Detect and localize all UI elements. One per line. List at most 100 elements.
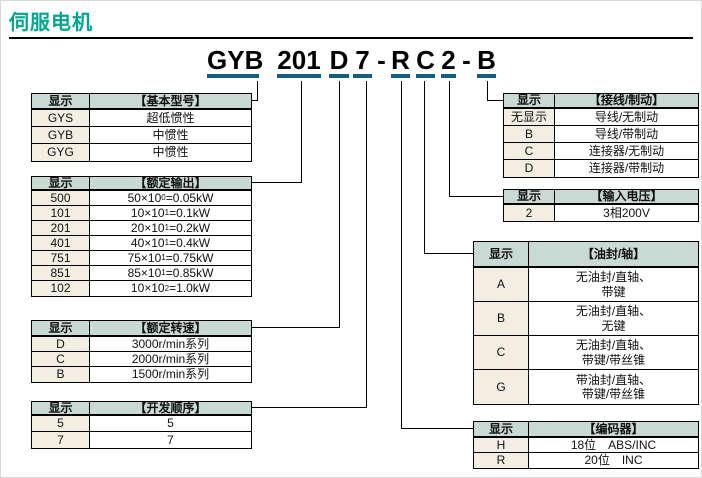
- connector-input-voltage-v: [449, 81, 450, 197]
- code-cell: D: [32, 337, 90, 351]
- rated-speed-col1-header: 显示: [32, 321, 90, 335]
- dev-sequence-table: 显示 【开发顺序】 5 5 7 7: [31, 401, 252, 449]
- output-base: 75×10: [127, 250, 162, 265]
- table-row: GYG 中惯性: [32, 144, 251, 161]
- connector-wiring-brake-h: [487, 100, 503, 101]
- table-row: 5 5: [32, 416, 251, 432]
- model-segment-speed: D: [329, 46, 349, 78]
- wiring-brake-col1-header: 显示: [504, 93, 555, 107]
- basic-model-table: 显示 【基本型号】 GYS 超低惯性 GYB 中惯性 GYG 中惯性: [31, 93, 252, 162]
- basic-model-col2-header: 【基本型号】: [90, 94, 251, 108]
- rated-output-col1-header: 显示: [32, 176, 90, 190]
- table-row: 无显示 导线/无制动: [504, 109, 698, 126]
- encoder-col2-header: 【编码器】: [529, 422, 698, 436]
- output-kw: =0.2kW: [169, 220, 211, 235]
- desc-cell: 无油封/直轴、带键: [529, 268, 698, 301]
- connector-rated-output-h: [252, 182, 302, 183]
- output-base: 20×10: [130, 220, 165, 235]
- code-cell: 751: [32, 251, 90, 265]
- table-row: C 连接器/无制动: [504, 143, 698, 160]
- table-row: 2 3相200V: [504, 205, 698, 221]
- code-cell: H: [474, 438, 529, 452]
- model-segment-devseq: 7: [353, 46, 372, 78]
- code-cell: 101: [32, 206, 90, 220]
- desc-cell: 超低惯性: [90, 110, 251, 126]
- encoder-table: 显示 【编码器】 H 18位 ABS/INC R 20位 INC: [473, 421, 699, 469]
- rated-speed-table: 显示 【额定转速】 D 3000r/min系列 C 2000r/min系列 B …: [31, 320, 252, 383]
- oil-seal-shaft-table: 显示 【油封/轴】 A 无油封/直轴、带键 B 无油封/直轴、无键 C 无油封/…: [473, 241, 699, 405]
- model-segment-encoder: R: [391, 46, 410, 78]
- table-row: B 导线/带制动: [504, 126, 698, 143]
- oil-seal-col2-header: 【油封/轴】: [529, 242, 698, 266]
- output-base: 50×10: [127, 190, 162, 205]
- connector-encoder-h: [401, 428, 473, 429]
- code-cell: B: [32, 367, 90, 382]
- output-kw: =1.0kW: [169, 281, 211, 296]
- desc-line1: 无油封/直轴、: [575, 338, 652, 353]
- table-row: A 无油封/直轴、带键: [474, 268, 698, 302]
- model-segment-output: 201: [277, 46, 321, 78]
- model-segment-brake: B: [477, 46, 496, 78]
- output-base: 10×10: [130, 205, 165, 220]
- table-row: GYS 超低惯性: [32, 110, 251, 127]
- connector-oil-seal-h: [424, 253, 473, 254]
- model-segment-voltage: 2: [441, 46, 456, 78]
- desc-line2: 无键: [601, 318, 626, 333]
- code-cell: C: [504, 143, 555, 159]
- output-kw: =0.75kW: [165, 250, 214, 265]
- code-cell: 102: [32, 281, 90, 296]
- output-base: 10×10: [130, 281, 165, 296]
- desc-line2: 带键/带丝锥: [581, 352, 646, 367]
- desc-cell: 无油封/直轴、带键/带丝锥: [529, 336, 698, 369]
- input-voltage-table: 显示 【输入电压】 2 3相200V: [503, 189, 699, 222]
- code-cell: 无显示: [504, 109, 555, 125]
- model-segment-dash1: -: [377, 45, 386, 75]
- desc-cell: 1500r/min系列: [90, 367, 251, 382]
- code-cell: GYS: [32, 110, 90, 126]
- code-cell: B: [504, 126, 555, 142]
- table-row: G 带油封/直轴、带键/带丝锥: [474, 370, 698, 404]
- connector-dev-sequence-h: [252, 407, 367, 408]
- model-segment-series: GYB: [207, 46, 263, 78]
- desc-cell: 3相200V: [555, 205, 698, 221]
- connector-rated-speed-h: [252, 327, 340, 328]
- desc-cell: 导线/带制动: [555, 126, 698, 142]
- code-cell: GYG: [32, 144, 90, 161]
- table-row: C 无油封/直轴、带键/带丝锥: [474, 336, 698, 370]
- encoder-col1-header: 显示: [474, 422, 529, 436]
- table-row: H 18位 ABS/INC: [474, 438, 698, 453]
- desc-cell: 无油封/直轴、无键: [529, 302, 698, 335]
- table-row: B 1500r/min系列: [32, 367, 251, 382]
- code-cell: 201: [32, 221, 90, 235]
- title-divider-rule: [9, 37, 693, 39]
- desc-line1: 无油封/直轴、: [575, 270, 652, 285]
- connector-wiring-brake-v: [487, 81, 488, 101]
- connector-input-voltage-h: [449, 196, 503, 197]
- table-row: B 无油封/直轴、无键: [474, 302, 698, 336]
- desc-cell: 中惯性: [90, 127, 251, 143]
- code-cell: G: [474, 370, 529, 404]
- wiring-brake-col2-header: 【接线/制动】: [555, 93, 698, 107]
- desc-cell: 2000r/min系列: [90, 352, 251, 366]
- desc-cell: 18位 ABS/INC: [529, 438, 698, 452]
- table-row: R 20位 INC: [474, 453, 698, 468]
- connector-rated-speed-v: [339, 81, 340, 328]
- connector-basic-model-v: [257, 81, 258, 101]
- connector-basic-model-h: [252, 100, 258, 101]
- input-voltage-col1-header: 显示: [504, 189, 555, 203]
- code-cell: 500: [32, 191, 90, 205]
- code-cell: R: [474, 453, 529, 468]
- desc-cell: 3000r/min系列: [90, 337, 251, 351]
- desc-cell: 5: [90, 416, 251, 431]
- table-row: D 连接器/带制动: [504, 160, 698, 177]
- code-cell: GYB: [32, 127, 90, 143]
